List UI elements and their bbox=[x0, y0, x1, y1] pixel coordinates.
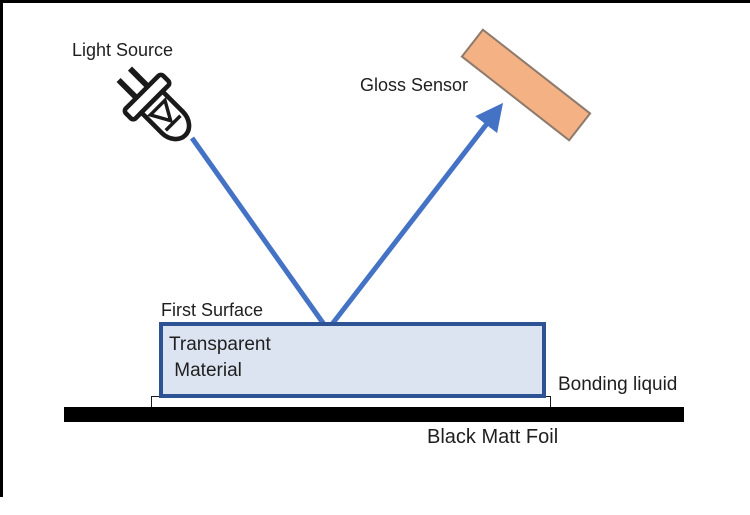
black-matt-foil-label: Black Matt Foil bbox=[427, 426, 559, 448]
transparent-material-box bbox=[159, 322, 546, 398]
reflected-ray bbox=[324, 102, 504, 334]
bonding-liquid-label: Bonding liquid bbox=[558, 374, 678, 395]
light-source-led-icon bbox=[116, 66, 192, 142]
frame-top-border bbox=[0, 0, 750, 3]
light-source-label: Light Source bbox=[72, 40, 174, 60]
gloss-sensor-label: Gloss Sensor bbox=[360, 75, 469, 95]
frame-left-border bbox=[0, 0, 3, 497]
black-matt-foil-bar bbox=[64, 407, 684, 422]
transparent-material-label: Transparent Material bbox=[169, 334, 271, 381]
gloss-sensor-plate bbox=[460, 28, 592, 142]
first-surface-label: First Surface bbox=[161, 300, 264, 320]
